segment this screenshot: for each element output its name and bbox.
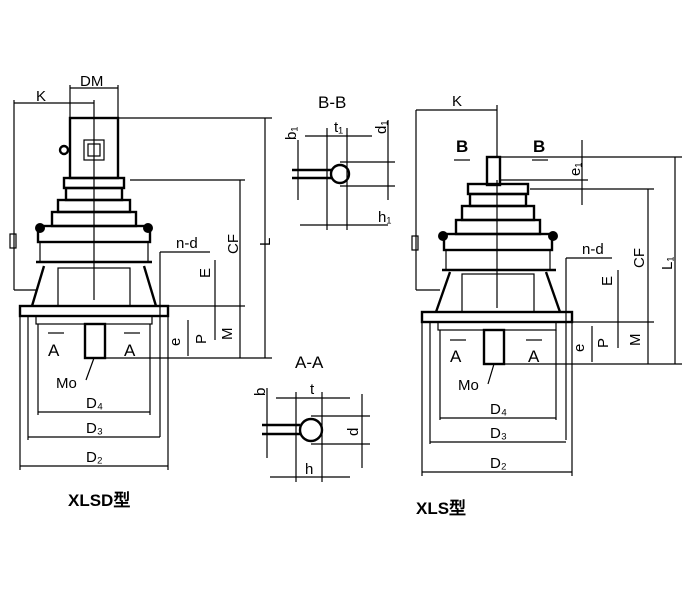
dim-b1: b₁ [283,127,300,140]
dim-dm: DM [80,73,103,90]
dim-d1: d₁ [373,121,390,134]
dim-b: b [252,388,269,396]
dim-l: L [257,238,274,246]
bolt-icon [35,223,45,233]
model-label-xlsd: XLSD型 [68,490,130,510]
dim-d4-left: D₄ [86,395,103,412]
section-mark-b: B [533,137,545,156]
section-mark-a: A [124,341,136,360]
section-bb [292,120,395,230]
input-shaft [485,155,502,187]
dim-t1: t₁ [334,119,343,136]
base-flange [18,304,170,318]
dim-cf-left: CF [225,234,242,254]
dim-d: d [345,428,362,436]
dim-p-left: P [193,334,210,344]
dim-nd-left: n-d [176,235,198,252]
dim-cf-right: CF [631,248,648,268]
dim-h1: h₁ [378,209,391,226]
dim-d2-right: D₂ [490,455,507,472]
lifting-eye-icon [58,144,70,156]
xls-machine [411,105,682,476]
dim-e-upper-left: E [197,268,214,278]
dim-e1: e₁ [567,163,584,176]
model-label-xls: XLS型 [416,498,466,518]
output-shaft [83,322,107,360]
section-bb-title: B-B [318,93,346,112]
bolt-icon [438,231,448,241]
dim-t: t [310,381,315,398]
dim-m-left: M [219,328,236,341]
dim-l1: L₁ [659,257,676,270]
dim-p-right: P [595,338,612,348]
dim-e-left: e [167,338,184,346]
dim-nd-right: n-d [582,241,604,258]
section-mark-a: A [528,347,540,366]
xlsd-machine [9,85,272,470]
bolt-icon [143,223,153,233]
label-mo-right: Mo [458,377,479,394]
section-aa-title: A-A [295,353,324,372]
dim-k-left: K [36,88,46,105]
section-mark-a: A [450,347,462,366]
section-mark-b: B [456,137,468,156]
section-mark-a: A [48,341,60,360]
dim-e-right: e [571,344,588,352]
dim-h: h [305,461,313,478]
dim-m-right: M [627,334,644,347]
dim-e-upper-right: E [599,276,616,286]
dim-k-right: K [452,93,462,110]
label-mo-left: Mo [56,375,77,392]
section-aa [262,388,370,482]
dim-d2-left: D₂ [86,449,103,466]
dim-d4-right: D₄ [490,401,507,418]
dim-d3-right: D₃ [490,425,507,442]
dim-d3-left: D₃ [86,420,103,437]
bolt-icon [548,231,558,241]
